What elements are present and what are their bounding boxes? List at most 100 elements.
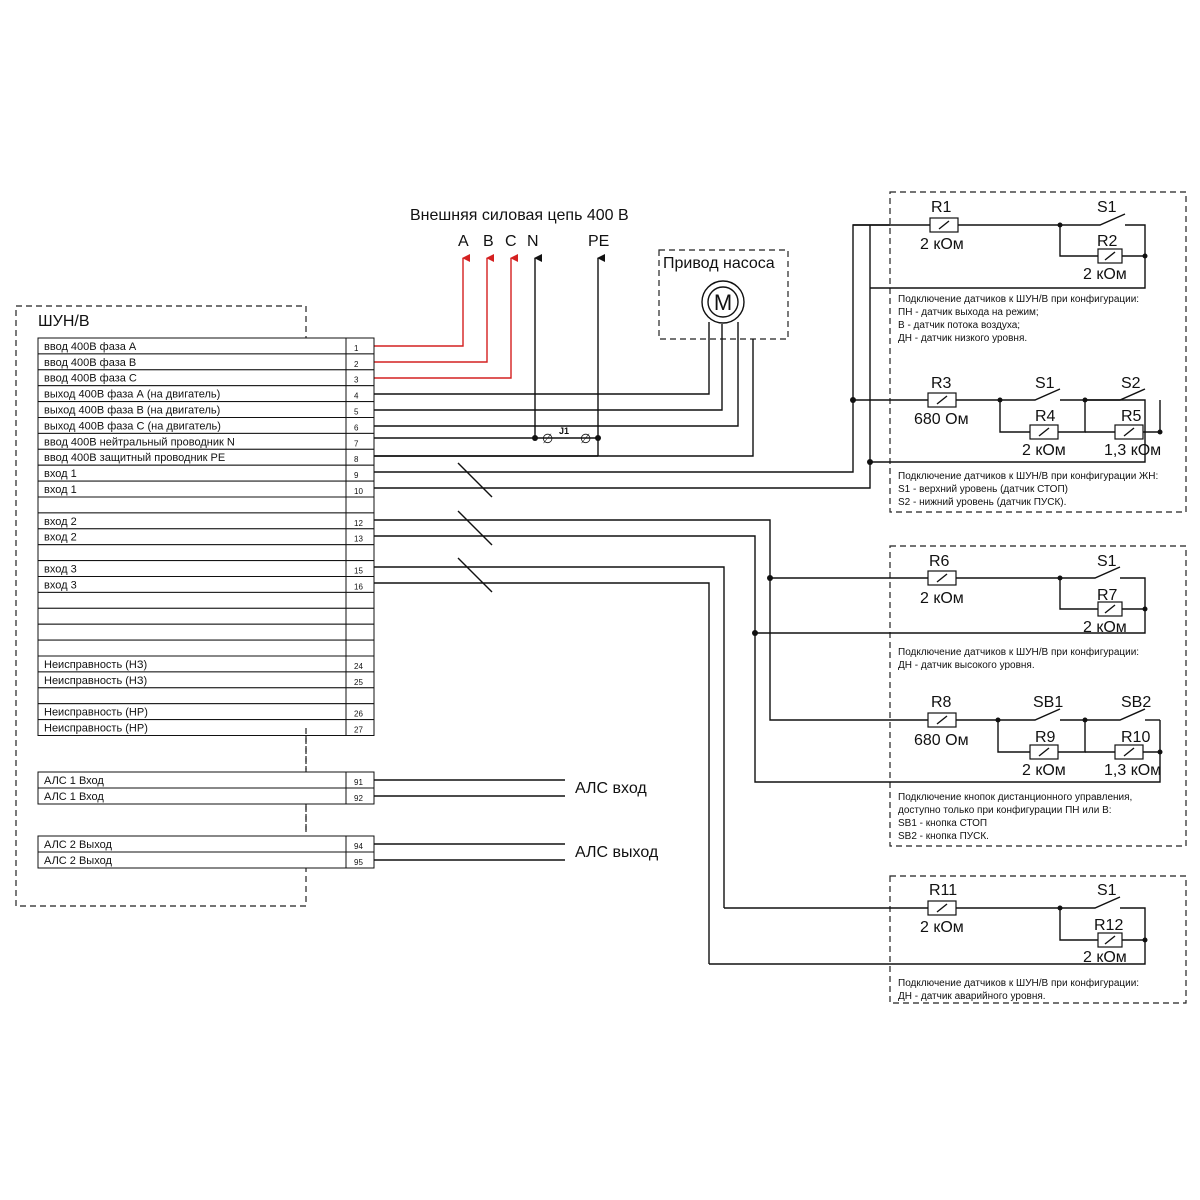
terminal-label: ввод 400В фаза В <box>44 357 136 369</box>
motor-title: Привод насоса <box>663 255 775 272</box>
terminal-label: АЛС 2 Выход <box>44 855 112 867</box>
svg-text:R7: R7 <box>1097 587 1118 604</box>
svg-text:2 кОм: 2 кОм <box>920 236 964 253</box>
terminal-row <box>37 639 375 657</box>
motor-wires <box>374 322 754 457</box>
svg-text:R6: R6 <box>929 553 950 570</box>
box1-circuit-a: R1 2 кОм S1 R2 2 кОм <box>853 199 1148 289</box>
svg-text:R2: R2 <box>1097 233 1118 250</box>
device-title: ШУН/В <box>38 313 90 330</box>
terminal-number: 26 <box>354 710 363 719</box>
terminal-number: 91 <box>354 778 363 787</box>
terminal-row: выход 400В фаза А (на двигатель) 4 <box>37 385 375 403</box>
terminal-label: ввод 400В нейтральный проводник N <box>44 436 235 448</box>
motor-icon: M <box>701 280 745 324</box>
terminal-row <box>37 687 375 705</box>
box1-note2: Подключение датчиков к ШУН/В при конфигу… <box>898 470 1158 508</box>
terminal-label: Неисправность (НЗ) <box>44 675 147 687</box>
svg-text:S1: S1 <box>1097 199 1117 216</box>
terminal-label: вход 2 <box>44 516 77 528</box>
terminal-number: 10 <box>354 487 363 496</box>
svg-text:R12: R12 <box>1094 917 1123 934</box>
svg-text:∅: ∅ <box>542 431 553 446</box>
svg-text:2 кОм: 2 кОм <box>1083 949 1127 966</box>
phase-wires <box>374 254 605 456</box>
als-in-caption: АЛС вход <box>575 780 647 797</box>
svg-text:S1: S1 <box>1035 375 1055 392</box>
terminal-row <box>37 623 375 641</box>
terminal-label: выход 400В фаза А (на двигатель) <box>44 389 220 401</box>
power-label-a: A <box>458 233 469 250</box>
box2-circuit-a: R6 2 кОм S1 R7 2 кОм <box>752 553 1148 636</box>
svg-text:SB1: SB1 <box>1033 694 1063 711</box>
terminal-label: выход 400В фаза В (на двигатель) <box>44 405 220 417</box>
svg-text:доступно только при конфигурац: доступно только при конфигурации ПН или … <box>898 804 1112 816</box>
terminal-number: 8 <box>354 455 359 464</box>
svg-text:Подключение датчиков к ШУН/В п: Подключение датчиков к ШУН/В при конфигу… <box>898 293 1139 305</box>
terminal-number: 2 <box>354 360 359 369</box>
svg-text:M: M <box>714 290 732 315</box>
svg-text:∅: ∅ <box>580 431 591 446</box>
sensor-box-1 <box>889 191 1187 513</box>
terminal-row: выход 400В фаза С (на двигатель)6 <box>37 417 375 434</box>
terminal-label: вход 3 <box>44 564 77 576</box>
box1-note: Подключение датчиков к ШУН/В при конфигу… <box>898 293 1139 344</box>
power-title: Внешняя силовая цепь 400 В <box>410 207 629 224</box>
box3-note: Подключение датчиков к ШУН/В при конфигу… <box>898 977 1139 1002</box>
svg-text:ДН - датчик аварийного уровня.: ДН - датчик аварийного уровня. <box>898 991 1046 1002</box>
svg-text:S2 - нижний уровень (датчик ПУ: S2 - нижний уровень (датчик ПУСК). <box>898 497 1066 508</box>
terminal-row: ввод 400В нейтральный проводник N 7 <box>37 432 375 450</box>
terminal-row: Неисправность (НЗ)25 <box>37 671 375 689</box>
svg-text:S1: S1 <box>1097 553 1117 570</box>
terminal-number: 5 <box>354 408 359 417</box>
svg-text:ДН - датчик низкого уровня.: ДН - датчик низкого уровня. <box>898 333 1027 344</box>
terminal-row <box>37 607 375 625</box>
terminal-row: Неисправность (НР)26 <box>37 703 375 721</box>
terminal-row: вход 2 12 <box>37 512 375 530</box>
terminal-number: 13 <box>354 535 363 544</box>
svg-text:S2: S2 <box>1121 375 1141 392</box>
terminal-number: 9 <box>354 471 359 480</box>
box2-note: Подключение датчиков к ШУН/В при конфигу… <box>898 646 1139 671</box>
terminal-number: 4 <box>354 392 359 401</box>
svg-text:2 кОм: 2 кОм <box>920 590 964 607</box>
power-label-pe: PE <box>588 233 609 250</box>
svg-text:В - датчик потока воздуха;: В - датчик потока воздуха; <box>898 320 1020 331</box>
terminal-number: 7 <box>354 439 359 448</box>
terminal-label: ввод 400В фаза А <box>44 341 137 353</box>
terminal-row <box>37 591 375 609</box>
terminal-row: выход 400В фаза В (на двигатель) 5 <box>37 401 375 419</box>
sensor-box-2 <box>889 545 1187 847</box>
terminal-number: 1 <box>354 344 359 353</box>
svg-text:R3: R3 <box>931 375 952 392</box>
terminal-row: АЛС 2 Выход 95 <box>37 851 375 869</box>
svg-text:1,3 кОм: 1,3 кОм <box>1104 762 1161 779</box>
svg-text:2 кОм: 2 кОм <box>1022 442 1066 459</box>
terminal-number: 16 <box>354 582 363 591</box>
terminal-number: 12 <box>354 519 363 528</box>
box2-circuit-b: R8 680 Ом SB1 SB2 R9 2 кОм R10 1,3 кОм <box>754 578 1163 783</box>
svg-text:R8: R8 <box>931 694 952 711</box>
svg-text:R1: R1 <box>931 199 952 216</box>
svg-text:SB2: SB2 <box>1121 694 1151 711</box>
svg-text:S1 - верхний уровень (датчик С: S1 - верхний уровень (датчик СТОП) <box>898 484 1068 495</box>
terminal-number: 95 <box>354 858 363 867</box>
terminal-label: АЛС 1 Вход <box>44 791 104 803</box>
terminal-label: АЛС 2 Выход <box>44 839 112 851</box>
svg-text:Подключение датчиков к ШУН/В п: Подключение датчиков к ШУН/В при конфигу… <box>898 470 1158 482</box>
terminal-number: 94 <box>354 842 363 851</box>
terminal-label: вход 3 <box>44 579 77 591</box>
power-label-n: N <box>527 233 539 250</box>
terminal-label: АЛС 1 Вход <box>44 775 104 787</box>
svg-text:2 кОм: 2 кОм <box>1083 266 1127 283</box>
svg-text:R5: R5 <box>1121 408 1142 425</box>
terminal-number: 6 <box>354 423 359 432</box>
